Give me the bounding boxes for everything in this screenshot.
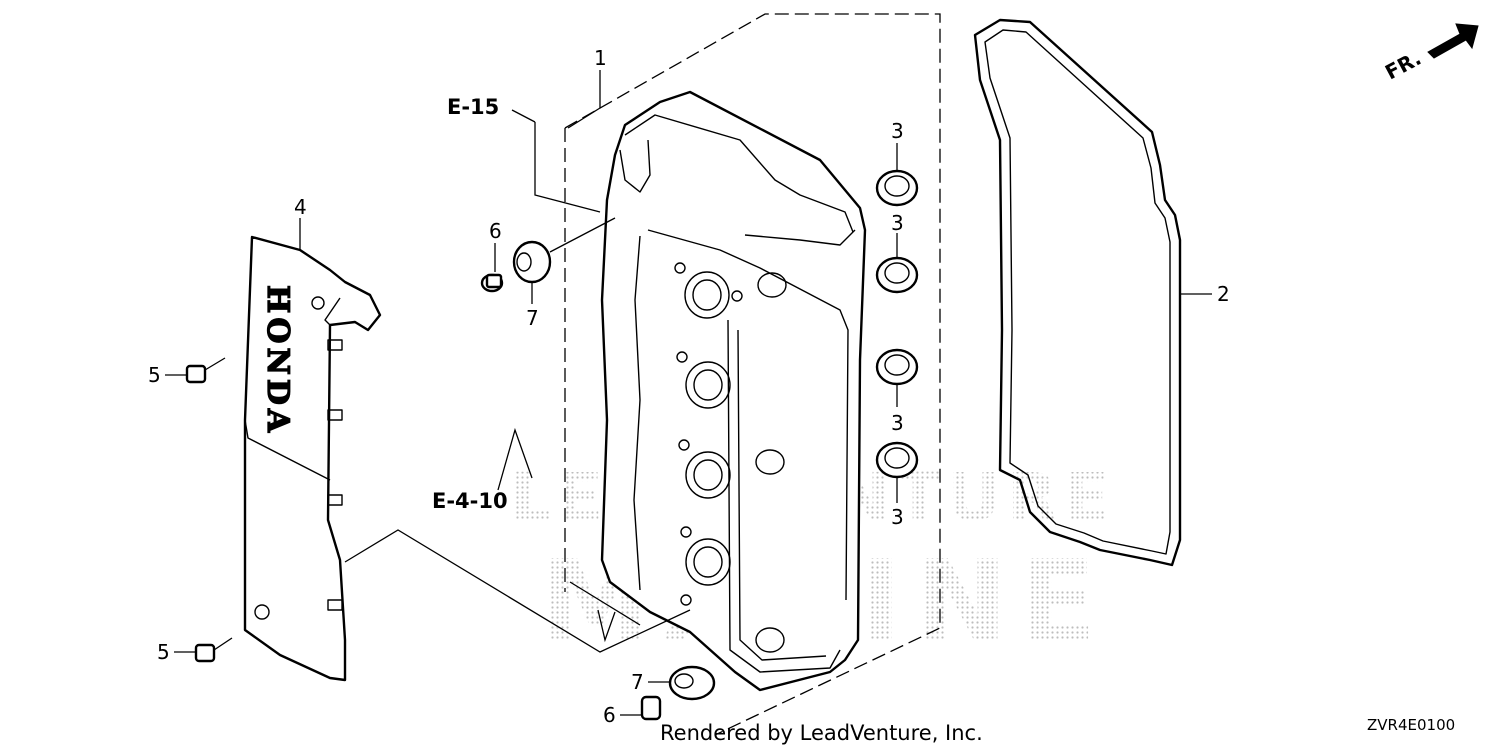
render-credit: Rendered by LeadVenture, Inc. bbox=[660, 721, 983, 745]
callout-3d: 3 bbox=[891, 505, 904, 529]
callout-1: 1 bbox=[594, 46, 607, 70]
reference-e4-10: E-4-10 bbox=[432, 489, 508, 513]
callout-7b: 7 bbox=[631, 670, 644, 694]
diagram-code: ZVR4E0100 bbox=[1367, 716, 1455, 734]
callout-3c: 3 bbox=[891, 411, 904, 435]
reference-e15: E-15 bbox=[447, 95, 499, 119]
callout-5b: 5 bbox=[157, 640, 170, 664]
plug-seal-3 bbox=[875, 348, 919, 386]
callout-7a: 7 bbox=[526, 306, 539, 330]
callout-6b: 6 bbox=[603, 703, 616, 727]
mount-collar-lower bbox=[640, 695, 662, 721]
callout-2: 2 bbox=[1217, 282, 1230, 306]
callout-4: 4 bbox=[294, 195, 307, 219]
cover-screw-upper bbox=[185, 357, 226, 384]
plug-seal-1 bbox=[875, 169, 919, 207]
callout-3b: 3 bbox=[891, 211, 904, 235]
engine-cover: HONDA bbox=[243, 235, 382, 682]
mount-grommet-upper bbox=[512, 240, 552, 284]
cover-logo: HONDA bbox=[260, 285, 295, 436]
plug-seal-2 bbox=[875, 256, 919, 294]
cover-screw-lower bbox=[194, 637, 233, 663]
cover-gasket bbox=[973, 18, 1182, 567]
leader-lines bbox=[165, 70, 1212, 716]
mount-grommet-lower bbox=[668, 665, 716, 701]
plug-seal-4 bbox=[875, 441, 919, 479]
callout-5a: 5 bbox=[148, 363, 161, 387]
front-arrow-icon bbox=[1427, 23, 1479, 59]
front-direction-indicator: FR. bbox=[1381, 23, 1479, 85]
cylinder-head-cover bbox=[600, 90, 867, 692]
front-label: FR. bbox=[1381, 46, 1425, 85]
callout-6a: 6 bbox=[489, 219, 502, 243]
alignment-outline bbox=[564, 13, 941, 736]
callout-3a: 3 bbox=[891, 119, 904, 143]
plug-seal-group bbox=[875, 169, 919, 479]
mount-collar-upper bbox=[480, 273, 504, 293]
